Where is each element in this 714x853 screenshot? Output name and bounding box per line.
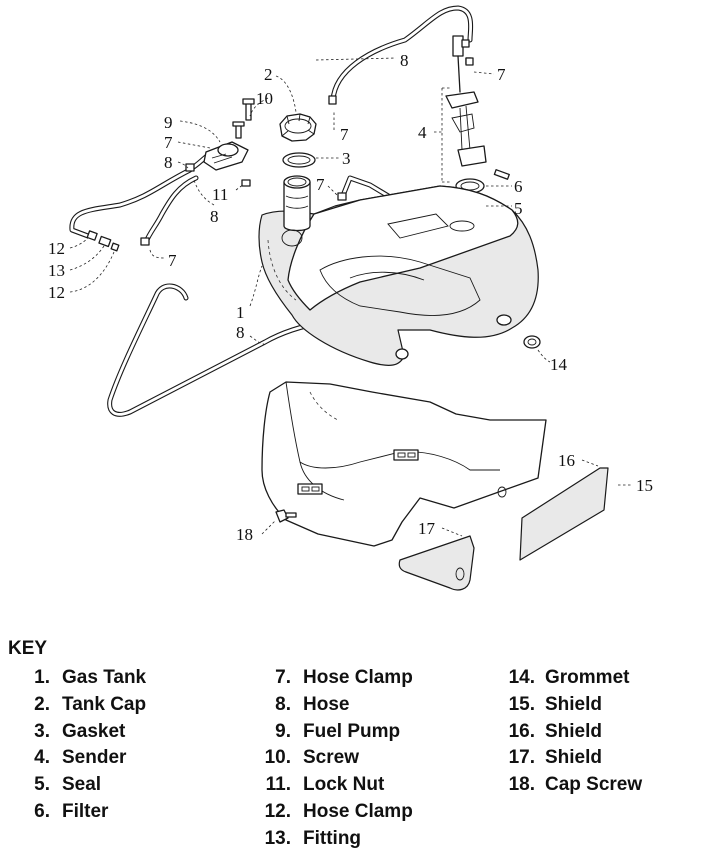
callout-7: 7	[340, 125, 349, 144]
callout-8: 8	[236, 323, 245, 342]
exploded-parts-diagram: 2 10 9 7 8 8 11 7 3 8 7 4 6 5 7 7 12 13 …	[48, 5, 653, 591]
fuel-sender	[445, 35, 487, 167]
callout-16: 16	[558, 451, 575, 470]
callout-7: 7	[497, 65, 506, 84]
hose-left	[69, 149, 221, 245]
grommet	[523, 335, 541, 349]
key-title: KEY	[8, 638, 48, 659]
key-item: 3.Gasket	[34, 720, 126, 742]
key-item: 2.Tank Cap	[34, 693, 147, 715]
callout-11: 11	[212, 185, 228, 204]
callout-7: 7	[164, 133, 173, 152]
callout-12: 12	[48, 239, 65, 258]
lower-shield	[261, 381, 547, 547]
key-item: 10.Screw	[264, 747, 359, 769]
hose-clamps	[140, 57, 474, 246]
key-item: 4.Sender	[34, 747, 127, 769]
key-item: 8.Hose	[275, 693, 350, 715]
key-item: 7.Hose Clamp	[275, 667, 413, 688]
callout-7: 7	[316, 175, 325, 194]
key-item: 6.Filter	[34, 800, 109, 822]
leader-lines	[69, 57, 632, 537]
tank-cap	[279, 113, 317, 142]
key-item: 16.Shield	[508, 720, 603, 742]
callout-3: 3	[342, 149, 351, 168]
callout-8: 8	[164, 153, 173, 172]
callout-9: 9	[164, 113, 173, 132]
fitting-13	[86, 230, 120, 252]
key-item: 11.Lock Nut	[265, 774, 385, 796]
callout-5: 5	[514, 199, 523, 218]
key-column-1: 1.Gas Tank 2.Tank Cap 3.Gasket 4.Sender …	[28, 665, 146, 826]
gasket	[282, 152, 316, 168]
callout-17: 17	[418, 519, 436, 538]
key-item: 18.Cap Screw	[508, 774, 643, 796]
callout-4: 4	[418, 123, 427, 142]
gas-tank	[258, 175, 539, 366]
callout-6: 6	[514, 177, 523, 196]
key-item: 17.Shield	[508, 747, 603, 769]
callout-8: 8	[400, 51, 409, 70]
key-item: 9.Fuel Pump	[275, 720, 401, 742]
cap-screw	[275, 509, 297, 523]
filter-6	[493, 169, 510, 180]
key-item: 13.Fitting	[264, 827, 362, 849]
key-column-2: 7.Hose Clamp 8.Hose 9.Fuel Pump 10.Screw…	[258, 665, 413, 853]
key-item: 5.Seal	[34, 774, 102, 796]
callout-15: 15	[636, 476, 653, 495]
parts-key: KEY 1.Gas Tank 2.Tank Cap 3.Gasket 4.Sen…	[0, 636, 714, 849]
key-item: 14.Grommet	[508, 667, 630, 688]
lock-nut	[241, 179, 251, 187]
key-item: 1.Gas Tank	[34, 667, 147, 688]
callout-7: 7	[168, 251, 177, 270]
shield-17	[398, 535, 475, 591]
hose-top	[330, 5, 474, 103]
callout-1: 1	[236, 303, 245, 322]
key-item: 15.Shield	[508, 693, 603, 715]
callout-14: 14	[550, 355, 568, 374]
callout-12: 12	[48, 283, 65, 302]
screw-10	[242, 98, 255, 121]
shield-16	[519, 467, 609, 561]
key-column-3: 14.Grommet 15.Shield 16.Shield 17.Shield…	[502, 665, 643, 799]
key-item: 12.Hose Clamp	[264, 800, 413, 822]
callout-10: 10	[256, 89, 273, 108]
callout-2: 2	[264, 65, 273, 84]
callout-13: 13	[48, 261, 65, 280]
fuel-pump	[203, 121, 249, 171]
callout-18: 18	[236, 525, 253, 544]
callout-8: 8	[210, 207, 219, 226]
